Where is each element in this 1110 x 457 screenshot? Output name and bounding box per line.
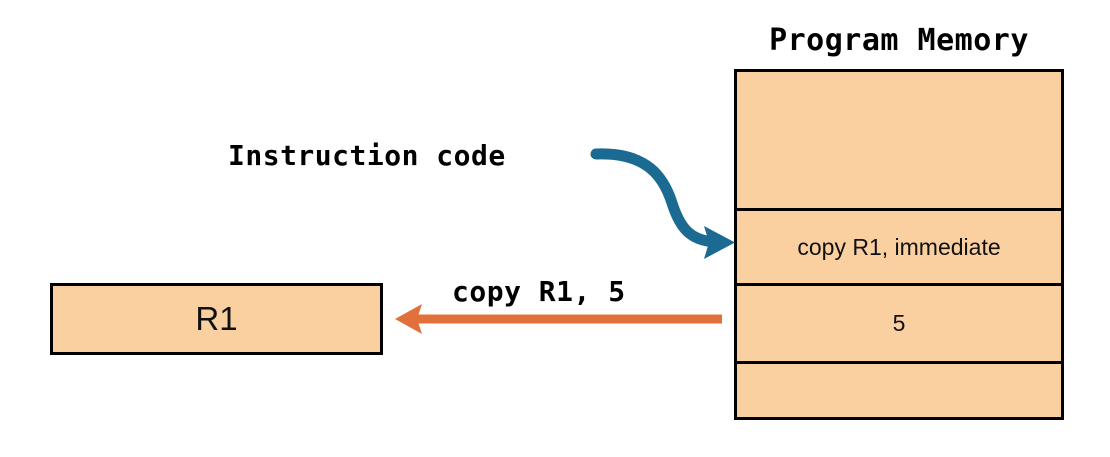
- program-memory-title: Program Memory: [769, 23, 1029, 58]
- register-box-r1: R1: [50, 283, 383, 355]
- memory-cell-operand: 5: [737, 283, 1061, 361]
- copy-instruction-label: copy R1, 5: [452, 275, 626, 308]
- curved-arrow-icon: [590, 148, 735, 259]
- register-label: R1: [195, 300, 238, 337]
- memory-cell-empty-bottom: [737, 361, 1061, 417]
- memory-cell-instruction: copy R1, immediate: [737, 208, 1061, 283]
- program-memory-table: copy R1, immediate 5: [734, 69, 1064, 420]
- memory-cell-empty-top: [737, 72, 1061, 208]
- instruction-code-label: Instruction code: [228, 139, 506, 172]
